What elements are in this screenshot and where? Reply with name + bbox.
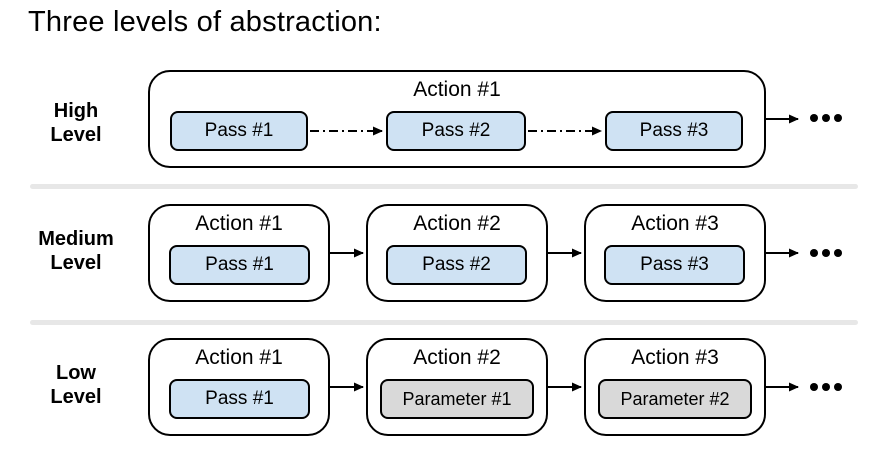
medium-action-3-label: Action #3: [631, 212, 719, 235]
low-parameter-2-box: Parameter #2: [598, 379, 752, 419]
low-pass-1-box: Pass #1: [169, 379, 310, 419]
row-label-high-line1: High: [53, 100, 99, 122]
medium-pass-2-box: Pass #2: [386, 245, 527, 285]
medium-pass-1-box: Pass #1: [169, 245, 310, 285]
medium-pass-3-box: Pass #3: [604, 245, 745, 285]
row-divider-1: [30, 184, 858, 189]
medium-action-2-label: Action #2: [413, 212, 501, 235]
medium-action-1-label: Action #1: [195, 212, 283, 235]
row-label-medium-line1: Medium: [38, 228, 114, 250]
row-label-low-level: Low Level: [20, 361, 132, 409]
low-parameter-1-box: Parameter #1: [380, 379, 534, 419]
low-ellipsis-icon: [810, 383, 842, 391]
row-label-low-line2: Level: [50, 386, 102, 408]
high-action-label: Action #1: [413, 78, 501, 101]
page-title: Three levels of abstraction:: [28, 6, 382, 38]
high-pass-2-box: Pass #2: [386, 111, 526, 151]
high-pass-3-box: Pass #3: [605, 111, 743, 151]
low-action-3-label: Action #3: [631, 346, 719, 369]
high-ellipsis-icon: [810, 114, 842, 122]
row-divider-2: [30, 320, 858, 325]
row-label-high-line2: Level: [50, 124, 102, 146]
high-pass-1-box: Pass #1: [170, 111, 308, 151]
row-label-low-line1: Low: [56, 362, 96, 384]
low-action-2-label: Action #2: [413, 346, 501, 369]
row-label-high-level: High Level: [20, 99, 132, 147]
medium-ellipsis-icon: [810, 249, 842, 257]
low-action-1-label: Action #1: [195, 346, 283, 369]
row-label-medium-line2: Level: [50, 252, 102, 274]
row-label-medium-level: Medium Level: [20, 227, 132, 275]
